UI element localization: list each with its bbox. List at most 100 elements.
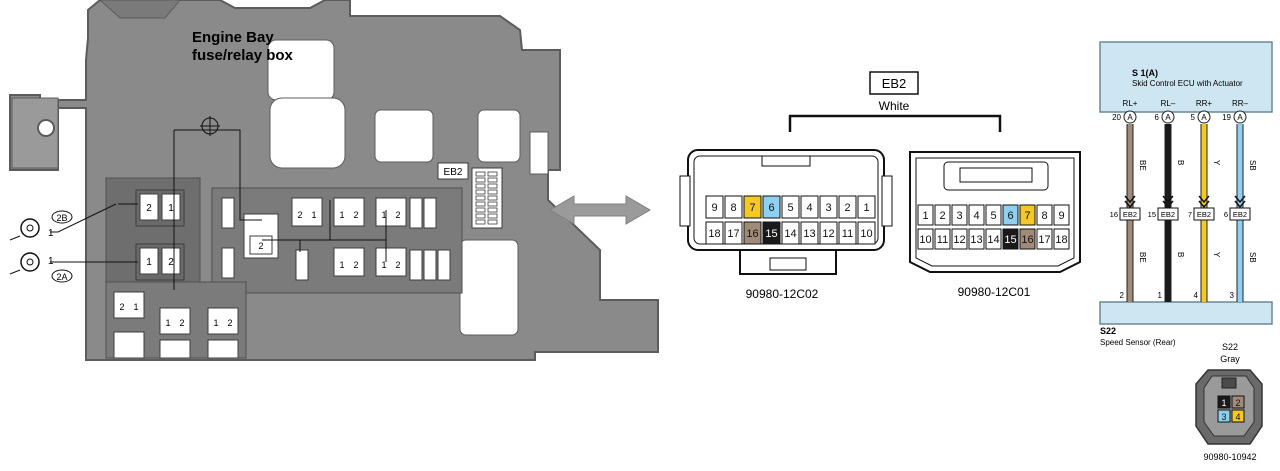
connector-pin-label: 3	[825, 202, 831, 214]
connector-pin-label: 15	[1004, 234, 1016, 246]
connector-pin-label: 18	[1055, 234, 1067, 246]
relay-pin: 1	[165, 318, 170, 328]
eb2-pin-slot	[475, 213, 486, 219]
eb2-pin-slot	[487, 219, 498, 225]
connector-pin-cell	[762, 195, 781, 219]
relay-pin: 2	[146, 203, 152, 214]
eb2-pin-slot	[475, 195, 486, 201]
terminal-signal: RR+	[1196, 99, 1213, 108]
bolt-terminal-2b: 2B 1	[9, 210, 73, 241]
relay-pin: 1	[213, 318, 218, 328]
sensor-pin-label: 2	[1235, 398, 1240, 408]
eb2-junction-pin: 16	[1110, 210, 1118, 219]
eb2-junction-label: EB2	[1123, 210, 1137, 219]
sensor-pin-cell	[1231, 395, 1245, 409]
sensor-name: Speed Sensor (Rear)	[1100, 338, 1176, 347]
eb2-junction-box	[1119, 207, 1141, 221]
relay-pin: 2	[395, 260, 400, 270]
terminal-connector-letter: A	[1237, 113, 1243, 122]
sensor-pin-number: 3	[1230, 291, 1235, 300]
connector-pin-cell	[1002, 204, 1019, 226]
eb2-junction-label: EB2	[1161, 210, 1175, 219]
connector-pin-cell	[857, 221, 876, 245]
connector-pin-label: 15	[765, 228, 777, 240]
connector-pin-label: 11	[842, 228, 853, 240]
relay-pin: 2	[395, 210, 400, 220]
connector-pin-label: 10	[919, 234, 931, 246]
terminal-pin: 20	[1112, 113, 1121, 122]
eb2-pin-slot	[475, 201, 486, 207]
junction-chevron	[1198, 195, 1210, 204]
connector-pin-label: 11	[937, 234, 948, 246]
connector-header: EB2 White	[788, 71, 1002, 132]
fuse-box-title-line2: fuse/relay box	[192, 47, 294, 64]
double-arrow-icon	[549, 195, 651, 225]
sensor-pin-number: 1	[1158, 291, 1163, 300]
eb2-pin-slot	[475, 171, 486, 177]
ecu-box	[1099, 41, 1273, 113]
relay-small: 2 1 1 2 1 2 1 2 1 2 1 2 1 2 2 1	[113, 197, 407, 359]
relay-pin: 2	[258, 241, 263, 251]
connector-pin-cell	[1053, 204, 1070, 226]
eb2-pin-slot	[487, 189, 498, 195]
connector-pin-cell	[951, 204, 968, 226]
connector-pin-cell	[985, 204, 1002, 226]
connector-pin-label: 7	[749, 202, 755, 214]
relay-2b: 2 1	[135, 189, 185, 227]
connector-pin-label: 5	[990, 210, 996, 222]
connector-pin-cell	[1002, 228, 1019, 250]
connector-pin-cell	[781, 221, 800, 245]
eb2-pin-slot	[475, 189, 486, 195]
fuse-box-eb2-connector: EB2	[437, 162, 503, 229]
wire-color-code: SB	[1248, 160, 1257, 171]
connector-pin-cell	[951, 228, 968, 250]
relay-wiring	[50, 116, 387, 290]
eb2-junction-box	[1193, 207, 1215, 221]
sensor-pin-cell	[1217, 395, 1231, 409]
wire-color-code: Y	[1212, 160, 1221, 166]
terminal-pin: 5	[1191, 113, 1196, 122]
connector-pin-label: 6	[768, 202, 774, 214]
connector-pin-cell	[724, 221, 743, 245]
relay-2a: 1 2	[135, 243, 185, 281]
connector-pin-label: 13	[803, 228, 815, 240]
sensor-connector-color: Gray	[1220, 354, 1240, 364]
terminal-pin: 6	[1155, 113, 1160, 122]
fuse-box-eb2-pins	[475, 171, 498, 225]
terminal-circle	[1233, 110, 1247, 124]
eb2-junction-box	[1157, 207, 1179, 221]
connector-pin-cell	[1036, 204, 1053, 226]
eb2-junction-box	[1229, 207, 1251, 221]
fuse-box: Engine Bay fuse/relay box 2 1 1 2 2 1 1	[9, 0, 659, 361]
wire-color-code: SB	[1248, 252, 1257, 263]
eb2-pin-slot	[487, 207, 498, 213]
connector-pin-label: 6	[1007, 210, 1013, 222]
wire-color-code: B	[1176, 252, 1185, 257]
eb2-pin-slot	[475, 219, 486, 225]
connector-pin-cell	[917, 228, 934, 250]
connector-pin-cell	[705, 221, 724, 245]
terminal-signal: RL–	[1161, 99, 1176, 108]
sensor-part-number: 90980-10942	[1203, 452, 1256, 462]
connector-12c02-part-number: 90980-12C02	[746, 287, 819, 301]
mini-fuses	[221, 197, 451, 281]
sensor-pin-cell	[1231, 409, 1245, 423]
relay-pin: 2	[119, 302, 124, 312]
ecu-name: Skid Control ECU with Actuator	[1132, 79, 1243, 88]
connector-pin-label: 8	[1041, 210, 1047, 222]
connector-pin-cell	[1019, 204, 1036, 226]
relay-pin: 1	[133, 302, 138, 312]
sensor-pin-number: 2	[1120, 291, 1125, 300]
connector-pin-cell	[838, 195, 857, 219]
connector-pin-cell	[800, 195, 819, 219]
connector-pin-label: 7	[1024, 210, 1030, 222]
connector-pin-label: 9	[711, 202, 717, 214]
relay-pin: 1	[381, 210, 386, 220]
sensor-code: S22	[1100, 326, 1116, 336]
eb2-pin-slot	[487, 183, 498, 189]
eb2-pin-slot	[487, 177, 498, 183]
junction-chevron	[1234, 200, 1246, 209]
